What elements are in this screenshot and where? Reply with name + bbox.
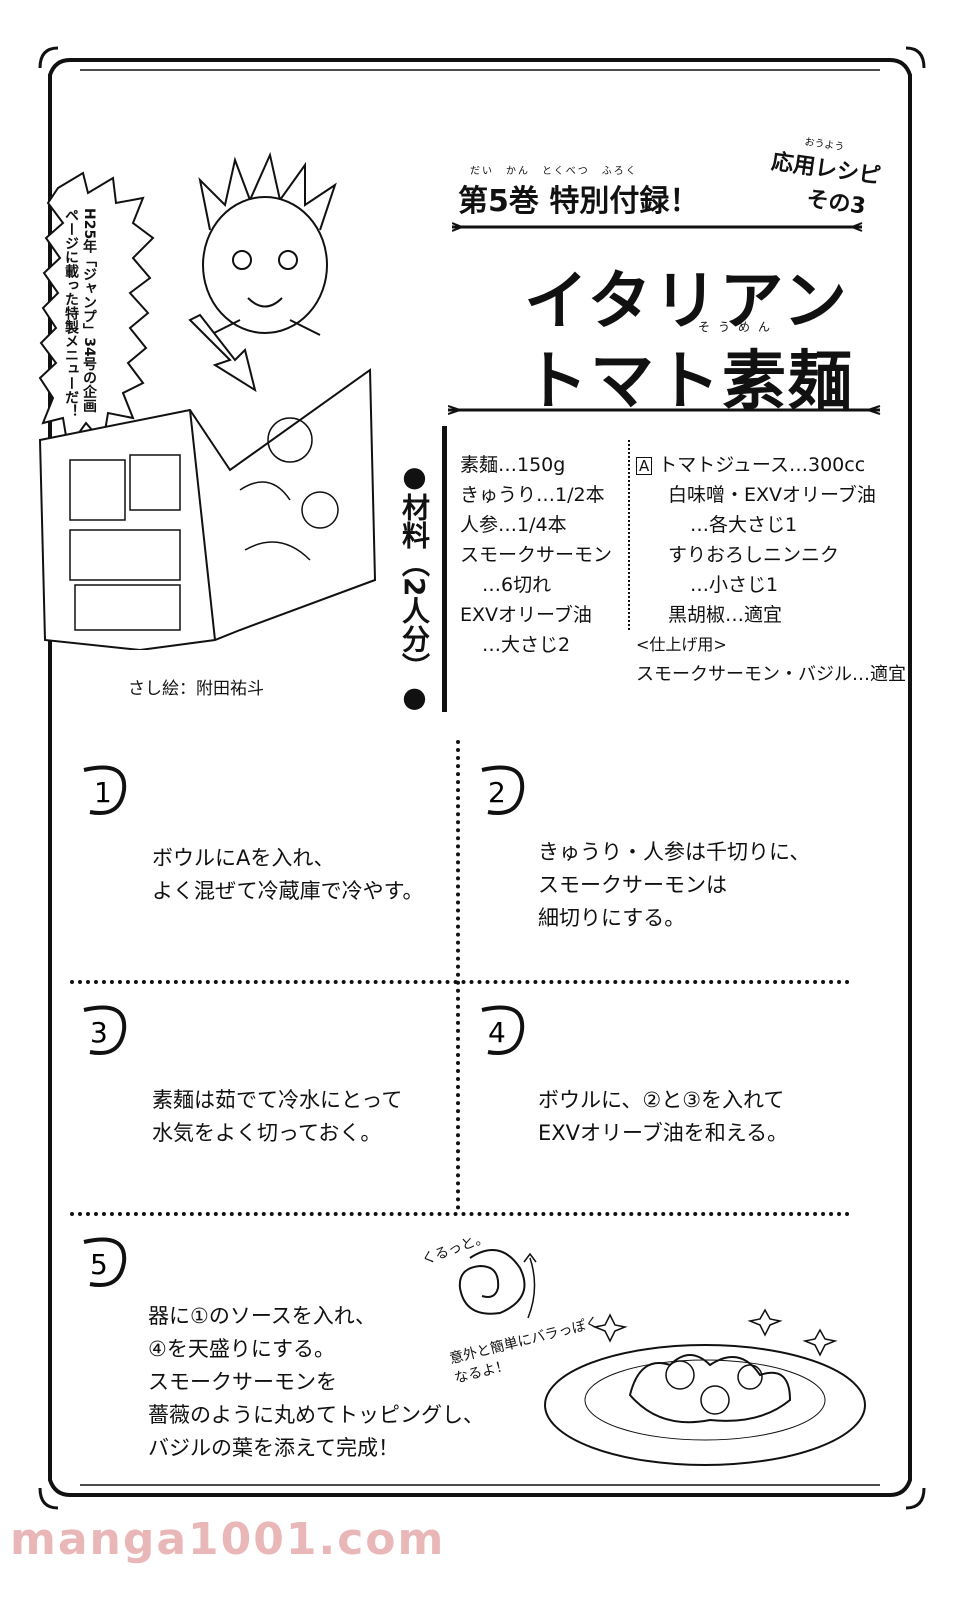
watermark: manga1001.com: [10, 1514, 446, 1565]
title-ruby: だい かん とくべつ ふろく: [470, 166, 638, 177]
ingredient-item: A トマトジュース…300cc: [636, 450, 906, 480]
step-number-1: 1: [83, 765, 127, 815]
ingredient-item: …小さじ1: [690, 574, 779, 596]
ingredient-item: …6切れ: [482, 574, 552, 596]
step-line: 素麺は茹でて冷水にとって: [152, 1088, 403, 1112]
plate-illustration: [544, 1308, 866, 1466]
step-line: 器に①のソースを入れ、: [148, 1304, 376, 1328]
magazine-illustration: [38, 368, 377, 650]
steps-divider-2: [70, 1212, 850, 1216]
step-line: きゅうり・人参は千切りに、: [538, 840, 811, 864]
step-4-text: ボウルに、②と③を入れて EXVオリーブ油を和える。: [538, 1084, 788, 1150]
ingredient-item: スモークサーモン: [460, 544, 613, 566]
dish-underline: [448, 405, 881, 415]
step-5-text: 器に①のソースを入れ、 ④を天盛りにする。 スモークサーモンを 薔薇のように丸め…: [148, 1300, 484, 1465]
steps-divider-1: [70, 980, 850, 984]
step-1-text: ボウルにAを入れ、 よく混ぜて冷蔵庫で冷やす。: [152, 842, 424, 908]
dish-name-line2: トマト素麺: [524, 345, 854, 419]
group-a-box: A: [636, 456, 653, 475]
ingredients-dotted-divider: [628, 440, 630, 630]
step-line: 細切りにする。: [538, 906, 686, 930]
step-number-5: 5: [83, 1237, 127, 1287]
step-3-text: 素麺は茹でて冷水にとって 水気をよく切っておく。: [152, 1084, 402, 1150]
ingredient-item: 人参…1/4本: [460, 514, 567, 536]
dish-ruby: そうめん: [698, 320, 779, 334]
step-number-4: 4: [481, 1005, 525, 1055]
ingredient-item: EXVオリーブ油: [460, 604, 592, 626]
dish-name-line1: イタリアン: [524, 265, 849, 339]
step-number-3: 3: [83, 1005, 127, 1055]
ingredient-item: 白味噌・EXVオリーブ油: [668, 484, 876, 506]
ingredients-divider: [442, 426, 447, 712]
ingredient-item: …大さじ2: [482, 634, 571, 656]
step-number-text: 1: [94, 776, 112, 809]
step-line: スモークサーモンは: [538, 873, 727, 897]
ingredient-item: 黒胡椒…適宜: [668, 604, 783, 626]
step-line: ④を天盛りにする。: [148, 1337, 336, 1361]
step-line: スモークサーモンを: [148, 1370, 337, 1394]
steps-vertical-divider: [456, 740, 460, 1210]
step-line: ボウルにAを入れ、: [152, 846, 335, 870]
ingredients-label: ●材料（2人分）●: [398, 460, 431, 714]
ingredient-item: 素麺…150g: [460, 454, 566, 476]
ingredients-left-list: 素麺…150g きゅうり…1/2本 人参…1/4本 スモークサーモン …6切れ …: [460, 450, 612, 660]
finish-label: <仕上げ用>: [636, 635, 727, 654]
step-number-text: 3: [90, 1016, 108, 1049]
step-number-text: 4: [488, 1016, 506, 1049]
page-title: 第5巻 特別付録！: [458, 184, 700, 219]
step-line: 水気をよく切っておく。: [152, 1121, 382, 1145]
step-line: EXVオリーブ油を和える。: [538, 1121, 789, 1145]
ingredient-item: …各大さじ1: [690, 514, 798, 536]
ingredient-item: きゅうり…1/2本: [460, 484, 605, 506]
arrow-icon: [188, 313, 257, 393]
finish-item: スモークサーモン・バジル…適宜: [636, 664, 906, 685]
title-underline: [452, 222, 863, 232]
ingredients-right-list: A トマトジュース…300cc 白味噌・EXVオリーブ油 …各大さじ1 すりおろし…: [636, 450, 906, 690]
step-line: 薔薇のように丸めてトッピングし、: [148, 1403, 484, 1427]
step-number-text: 5: [90, 1248, 108, 1281]
step-line: バジルの葉を添えて完成！: [148, 1436, 399, 1460]
illustrator-credit: さし絵：附田祐斗: [128, 679, 264, 699]
speech-bubble-text: H25年「ジャンプ」34号の企画ページに載った特製メニューだ！: [63, 208, 97, 418]
step-2-text: きゅうり・人参は千切りに、 スモークサーモンは 細切りにする。: [538, 836, 810, 935]
ingredient-item: すりおろしニンニク: [668, 544, 840, 566]
step-number-text: 2: [488, 776, 506, 809]
step-number-2: 2: [481, 765, 525, 815]
step-line: ボウルに、②と③を入れて: [538, 1088, 785, 1112]
ingredient-text: トマトジュース…300cc: [658, 454, 866, 476]
speech-bubble-shape: [38, 171, 155, 451]
rose-sketch: [458, 1249, 537, 1319]
step-line: よく混ぜて冷蔵庫で冷やす。: [152, 879, 424, 903]
character-illustration: [198, 151, 337, 336]
